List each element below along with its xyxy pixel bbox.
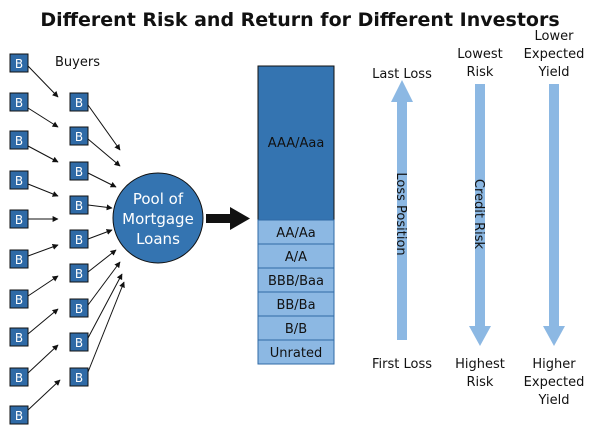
tranche-aa (257, 219, 335, 245)
expected-bottom-label: Expected (524, 375, 585, 390)
buyer-box: B (69, 92, 89, 112)
buyer-box: B (9, 289, 29, 309)
pool-line-2: Mortgage (122, 210, 194, 228)
risk-top-label: Risk (467, 65, 494, 80)
buyer-box: B (69, 126, 89, 146)
buyer-box: B (9, 170, 29, 190)
buyer-letter: B (15, 213, 23, 227)
buyer-letter: B (75, 130, 83, 144)
buyer-letter: B (15, 96, 23, 110)
tranche-label-a: A/A (285, 250, 307, 265)
yield-top-label: Yield (538, 65, 570, 80)
buyer-box: B (69, 332, 89, 352)
tranche-label-aa: AA/Aa (276, 226, 315, 241)
tranche-label-bbb: BBB/Baa (268, 274, 324, 289)
lower-label: Lower (535, 29, 575, 44)
tranche-label-aaa: AAA/Aaa (268, 136, 325, 151)
buyer-links-left (27, 65, 61, 411)
tranche-unrated (257, 339, 335, 365)
pool-to-tranches-arrow (206, 207, 250, 230)
buyer-letter: B (15, 134, 23, 148)
loss-position-arrow: Last Loss First Loss Loss Position (372, 67, 432, 372)
tranche-bbb (257, 267, 335, 293)
buyers-label: Buyers (55, 55, 100, 70)
yield-bottom-label: Yield (538, 393, 570, 408)
buyer-letter: B (75, 96, 83, 110)
risk-bottom-label: Risk (467, 375, 494, 390)
buyer-links-middle (87, 104, 125, 373)
buyer-box: B (69, 263, 89, 283)
tranche-label-b: B/B (285, 322, 307, 337)
buyer-letter: B (15, 409, 23, 423)
buyer-box: B (9, 405, 29, 425)
buyer-box: B (9, 92, 29, 112)
buyer-letter: B (75, 199, 83, 213)
credit-risk-axis-label: Credit Risk (471, 179, 486, 250)
buyer-box: B (9, 249, 29, 269)
lowest-label: Lowest (457, 47, 502, 62)
page-title: Different Risk and Return for Different … (40, 9, 559, 31)
tranche-b (257, 315, 335, 341)
tranche-label-unrated: Unrated (270, 346, 322, 361)
loss-position-axis-label: Loss Position (393, 172, 408, 255)
highest-label: Highest (455, 357, 505, 372)
buyer-letter: B (75, 165, 83, 179)
buyer-letter: B (15, 253, 23, 267)
mortgage-pool: Pool of Mortgage Loans (112, 172, 204, 264)
buyer-box: B (9, 327, 29, 347)
buyer-box: B (69, 229, 89, 249)
tranche-bb (257, 291, 335, 317)
first-loss-label: First Loss (372, 357, 432, 372)
yield-arrow: Lower Expected Yield Higher Expected Yie… (524, 29, 585, 408)
credit-risk-arrow: Lowest Risk Highest Risk Credit Risk (455, 47, 505, 390)
buyer-letter: B (15, 371, 23, 385)
buyer-box: B (69, 367, 89, 387)
buyer-box: B (9, 209, 29, 229)
tranche-a (257, 243, 335, 269)
buyer-box: B (69, 161, 89, 181)
buyer-letter: B (15, 174, 23, 188)
buyer-box: B (9, 53, 29, 73)
buyer-letter: B (15, 293, 23, 307)
buyer-box: B (9, 367, 29, 387)
buyer-box: B (69, 195, 89, 215)
buyer-column-left: B B B B B B B B B B (9, 53, 29, 425)
pool-line-1: Pool of (133, 190, 184, 208)
buyer-letter: B (75, 302, 83, 316)
buyer-letter: B (15, 331, 23, 345)
buyer-letter: B (75, 267, 83, 281)
last-loss-label: Last Loss (372, 67, 432, 82)
buyer-letter: B (75, 336, 83, 350)
buyer-letter: B (15, 57, 23, 71)
tranche-stack: AAA/Aaa AA/Aa A/A BBB/Baa BB/Ba B/B Unra… (257, 65, 335, 365)
buyer-letter: B (75, 371, 83, 385)
pool-line-3: Loans (136, 230, 180, 248)
expected-top-label: Expected (524, 47, 585, 62)
buyer-column-middle: B B B B B B B B B (69, 92, 89, 387)
higher-label: Higher (532, 357, 576, 372)
tranche-label-bb: BB/Ba (276, 298, 315, 313)
tranche-senior (257, 65, 335, 221)
buyer-box: B (9, 130, 29, 150)
buyer-box: B (69, 298, 89, 318)
buyer-letter: B (75, 233, 83, 247)
